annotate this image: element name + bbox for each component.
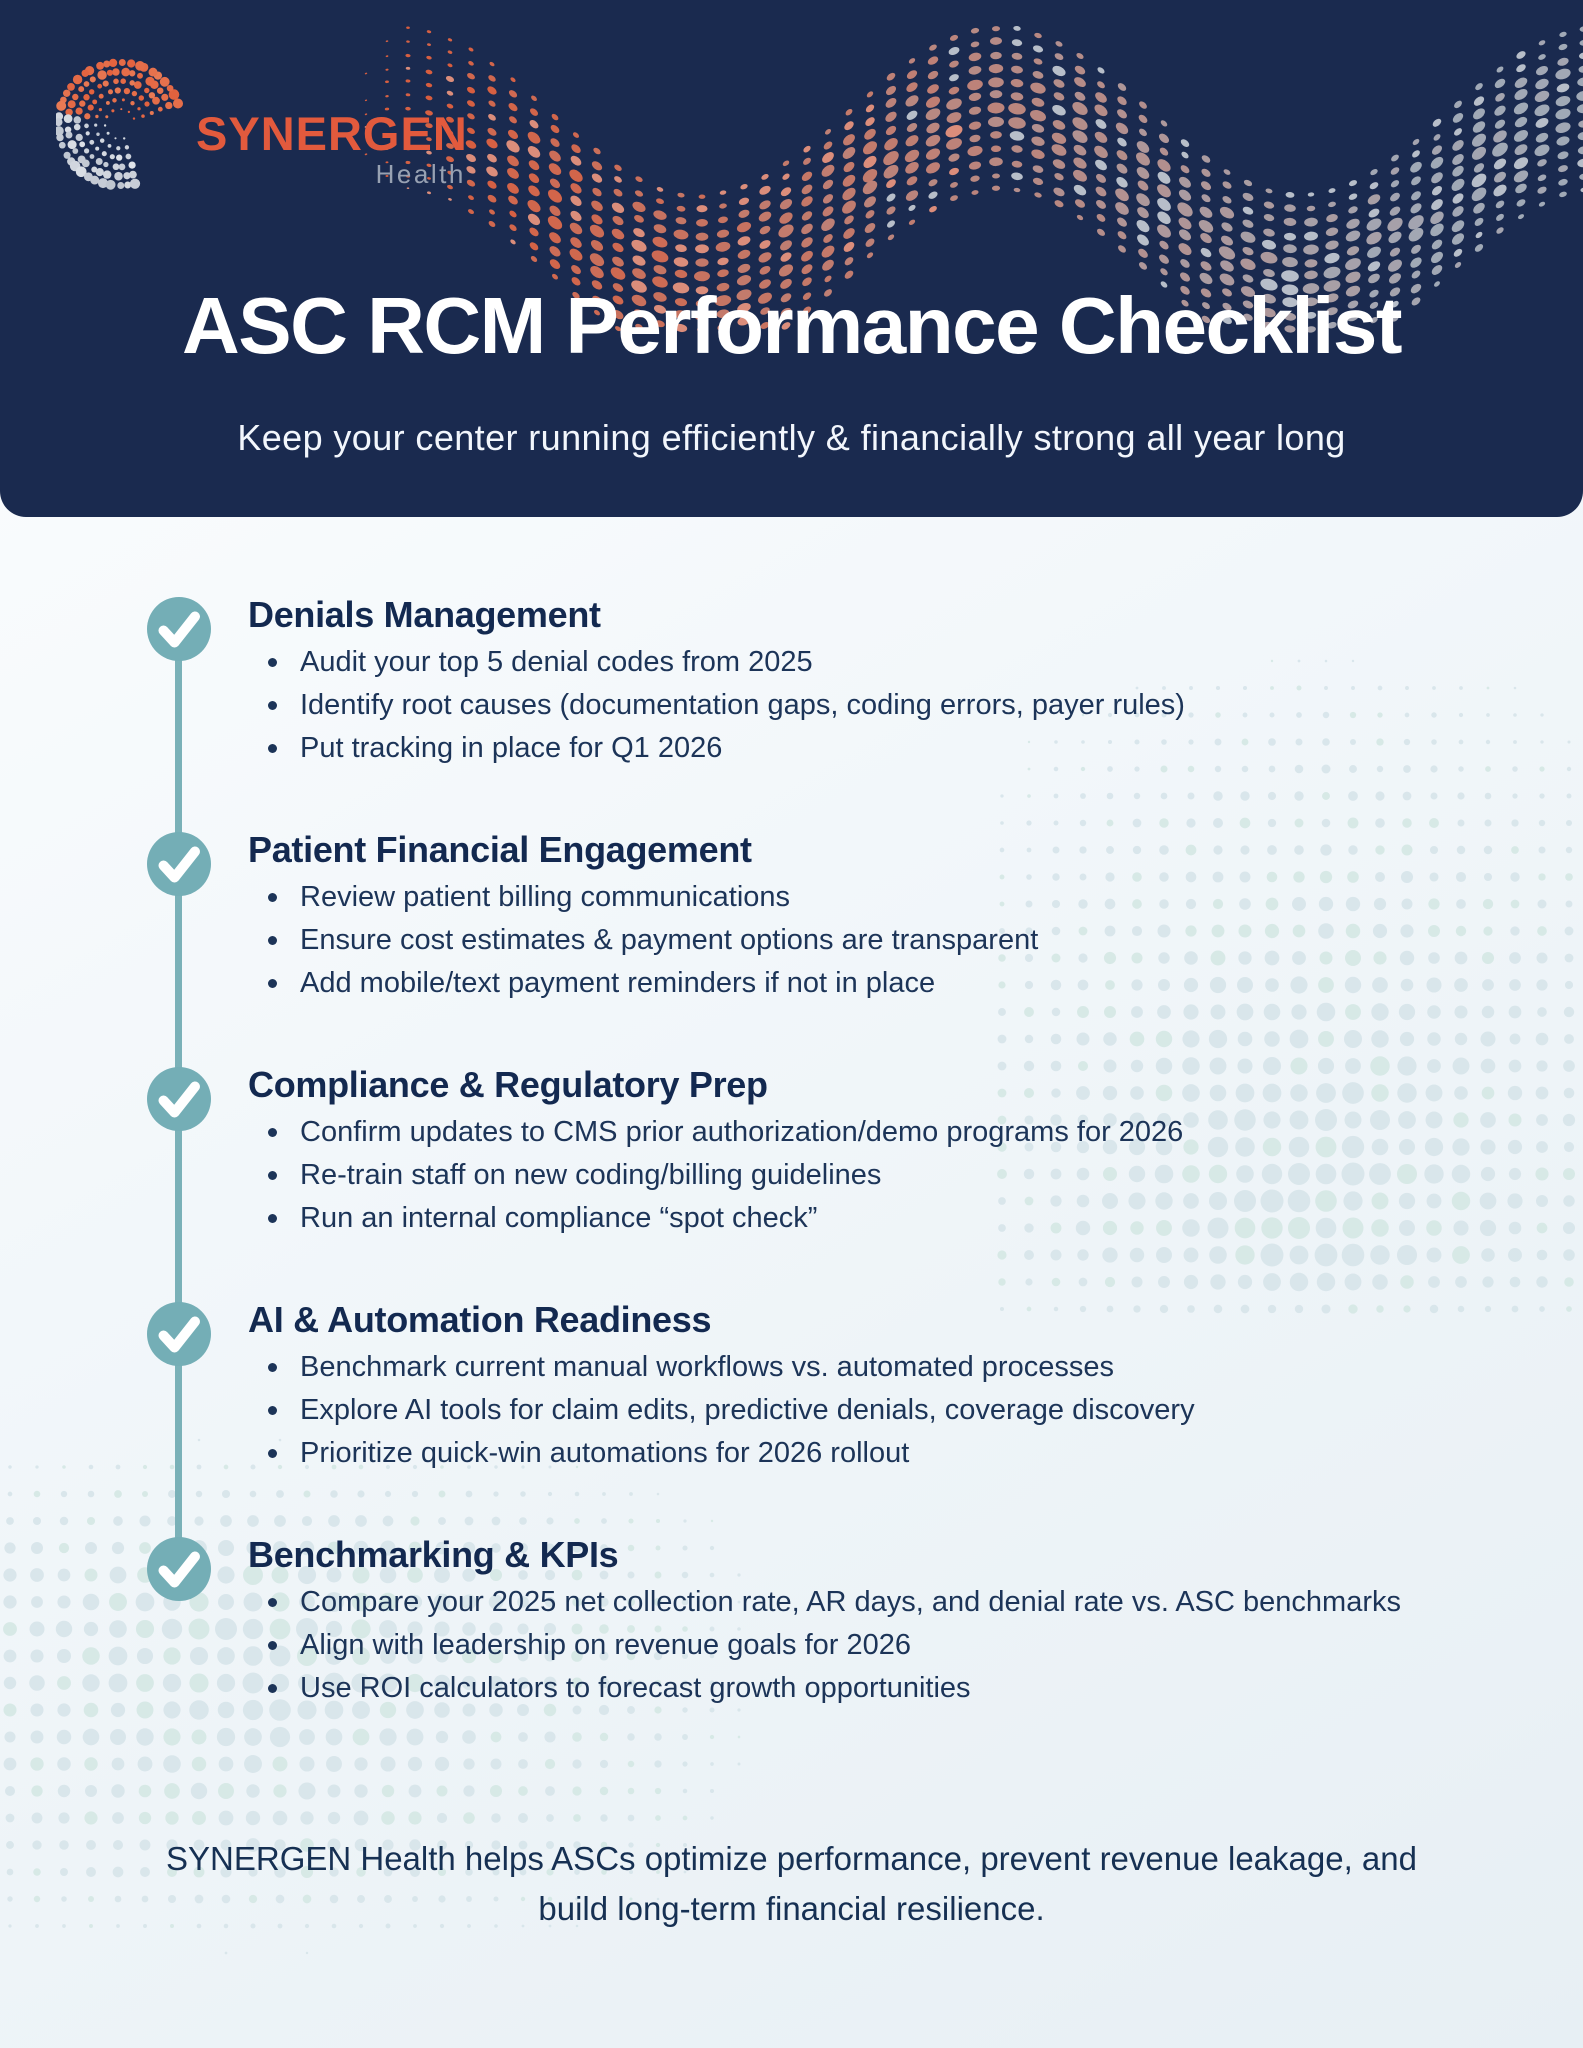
- section-title: AI & Automation Readiness: [248, 1299, 712, 1340]
- logo-text: SYNERGEN Health: [196, 110, 468, 187]
- bullet-item: Compare your 2025 net collection rate, A…: [248, 1581, 1401, 1624]
- section-title: Benchmarking & KPIs: [248, 1534, 619, 1575]
- check-icon: [147, 1302, 211, 1366]
- checklist-section-compliance: Compliance & Regulatory Prep Confirm upd…: [0, 1063, 1583, 1240]
- section-content: Patient Financial Engagement Review pati…: [248, 828, 1038, 1005]
- check-icon: [147, 832, 211, 896]
- bullet-item: Audit your top 5 denial codes from 2025: [248, 641, 1185, 684]
- bullet-list: Benchmark current manual workflows vs. a…: [248, 1346, 1195, 1475]
- bullet-item: Confirm updates to CMS prior authorizati…: [248, 1111, 1183, 1154]
- checklist: Denials Management Audit your top 5 deni…: [0, 517, 1583, 1710]
- bullet-item: Ensure cost estimates & payment options …: [248, 919, 1038, 962]
- bullet-list: Compare your 2025 net collection rate, A…: [248, 1581, 1401, 1710]
- section-content: Denials Management Audit your top 5 deni…: [248, 593, 1185, 770]
- footer-text: SYNERGEN Health helps ASCs optimize perf…: [166, 1840, 1417, 1927]
- section-title: Denials Management: [248, 594, 601, 635]
- bullet-item: Review patient billing communications: [248, 876, 1038, 919]
- hero-text: ASC RCM Performance Checklist Keep your …: [0, 0, 1583, 456]
- checklist-section-denials: Denials Management Audit your top 5 deni…: [0, 593, 1583, 770]
- check-icon: [147, 597, 211, 661]
- section-content: Benchmarking & KPIs Compare your 2025 ne…: [248, 1533, 1401, 1710]
- bullet-item: Re-train staff on new coding/billing gui…: [248, 1154, 1183, 1197]
- bullet-list: Confirm updates to CMS prior authorizati…: [248, 1111, 1183, 1240]
- logo-brand: SYNERGEN: [196, 107, 468, 160]
- bullet-item: Explore AI tools for claim edits, predic…: [248, 1389, 1195, 1432]
- bullet-item: Align with leadership on revenue goals f…: [248, 1624, 1401, 1667]
- bullet-list: Review patient billing communications En…: [248, 876, 1038, 1005]
- checklist-section-patient-financial: Patient Financial Engagement Review pati…: [0, 828, 1583, 1005]
- checklist-section-benchmarking: Benchmarking & KPIs Compare your 2025 ne…: [0, 1533, 1583, 1710]
- section-title: Compliance & Regulatory Prep: [248, 1064, 768, 1105]
- bullet-item: Benchmark current manual workflows vs. a…: [248, 1346, 1195, 1389]
- logo: SYNERGEN Health: [56, 48, 468, 198]
- check-icon: [147, 1537, 211, 1601]
- section-title: Patient Financial Engagement: [248, 829, 752, 870]
- bullet-item: Put tracking in place for Q1 2026: [248, 727, 1185, 770]
- bullet-item: Run an internal compliance “spot check”: [248, 1197, 1183, 1240]
- bullet-list: Audit your top 5 denial codes from 2025 …: [248, 641, 1185, 770]
- section-content: AI & Automation Readiness Benchmark curr…: [248, 1298, 1195, 1475]
- page-title: ASC RCM Performance Checklist: [181, 281, 1403, 370]
- logo-swirl-icon: [56, 58, 184, 190]
- checklist-section-ai-automation: AI & Automation Readiness Benchmark curr…: [0, 1298, 1583, 1475]
- hero-header: SYNERGEN Health ASC RCM Performance Chec…: [0, 0, 1583, 517]
- bullet-item: Identify root causes (documentation gaps…: [248, 684, 1185, 727]
- page-subtitle: Keep your center running efficiently & f…: [237, 417, 1346, 458]
- bullet-item: Add mobile/text payment reminders if not…: [248, 962, 1038, 1005]
- section-content: Compliance & Regulatory Prep Confirm upd…: [248, 1063, 1183, 1240]
- check-icon: [147, 1067, 211, 1131]
- bullet-item: Use ROI calculators to forecast growth o…: [248, 1667, 1401, 1710]
- bullet-item: Prioritize quick-win automations for 202…: [248, 1432, 1195, 1475]
